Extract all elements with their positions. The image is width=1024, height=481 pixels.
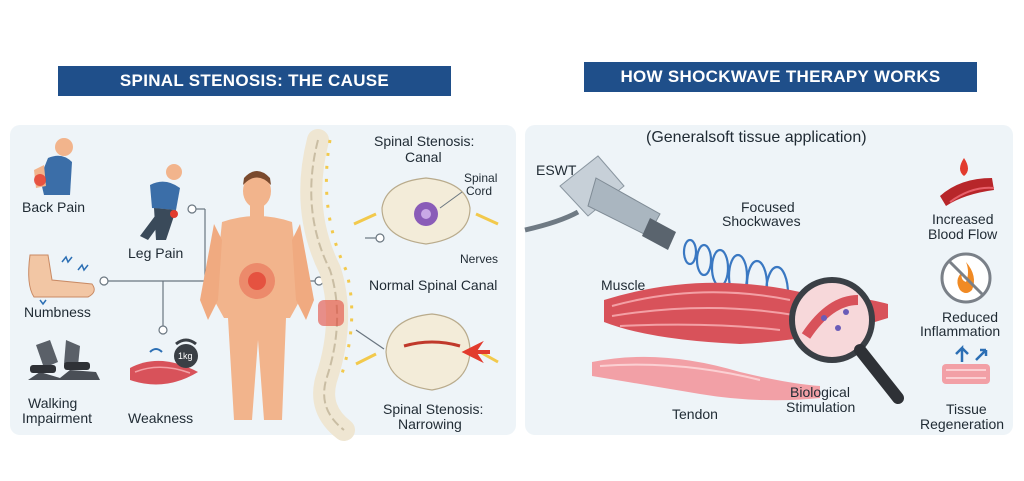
- left-title-banner: SPINAL STENOSIS: THE CAUSE: [58, 66, 451, 96]
- walking-impairment-icon: [28, 340, 100, 380]
- numbness-label: Numbness: [24, 304, 91, 320]
- muscle-label: Muscle: [601, 277, 646, 293]
- bio-label-line2: Stimulation: [786, 399, 856, 415]
- blood-label-line1: Increased: [932, 211, 994, 227]
- weakness-label: Weakness: [128, 410, 194, 426]
- weight-label: 1kg: [178, 351, 193, 361]
- weakness-muscle-icon: [130, 338, 198, 385]
- eswt-device-icon: [524, 155, 676, 250]
- tissue-regeneration-icon: [942, 344, 990, 384]
- spinal-cord-label-line1: Spinal: [464, 171, 498, 185]
- tendon-label: Tendon: [672, 406, 718, 422]
- normal-vertebra-diagram: [353, 177, 499, 245]
- leg-pain-label: Leg Pain: [128, 245, 184, 261]
- narrowing-label-line2: Narrowing: [398, 416, 462, 432]
- regeneration-label-line2: Regeneration: [920, 416, 1005, 432]
- canal-title-line2: Canal: [405, 149, 442, 165]
- nerves-label: Nerves: [460, 252, 499, 266]
- eswt-label: ESWT: [536, 162, 577, 178]
- numbness-foot-icon: [28, 254, 95, 306]
- human-back-figure: [200, 171, 314, 420]
- narrowing-label-line1: Spinal Stenosis:: [383, 401, 484, 417]
- reduced-inflammation-icon: [940, 252, 992, 304]
- magnifying-glass-icon: [789, 277, 904, 404]
- leg-pain-person-icon: [140, 164, 182, 240]
- focused-label-line1: Focused: [741, 199, 795, 215]
- blood-flow-icon: [940, 158, 995, 206]
- inflammation-label-line2: Inflammation: [920, 323, 1001, 339]
- blood-label-line2: Blood Flow: [928, 226, 998, 242]
- back-pain-label: Back Pain: [22, 199, 86, 215]
- bio-label-line1: Biological: [790, 384, 850, 400]
- inflammation-label-line1: Reduced: [942, 309, 999, 325]
- therapy-subtitle: (Generalsoft tissue application): [646, 129, 867, 146]
- focused-label-line2: Shockwaves: [722, 213, 801, 229]
- narrowed-vertebra-diagram: [355, 313, 499, 391]
- back-pain-person-icon: [34, 138, 73, 195]
- right-title-banner: HOW SHOCKWAVE THERAPY WORKS: [584, 62, 977, 92]
- walking-label-line1: Walking: [28, 395, 78, 411]
- connector-dots: [99, 204, 385, 335]
- tendon-illustration: [592, 356, 820, 401]
- canal-title-line1: Spinal Stenosis:: [374, 133, 475, 149]
- walking-label-line2: Impairment: [22, 410, 93, 426]
- spinal-cord-label-line2: Cord: [466, 184, 493, 198]
- regeneration-label-line1: Tissue: [946, 401, 987, 417]
- normal-canal-label: Normal Spinal Canal: [369, 277, 498, 293]
- spine-column: [300, 129, 355, 441]
